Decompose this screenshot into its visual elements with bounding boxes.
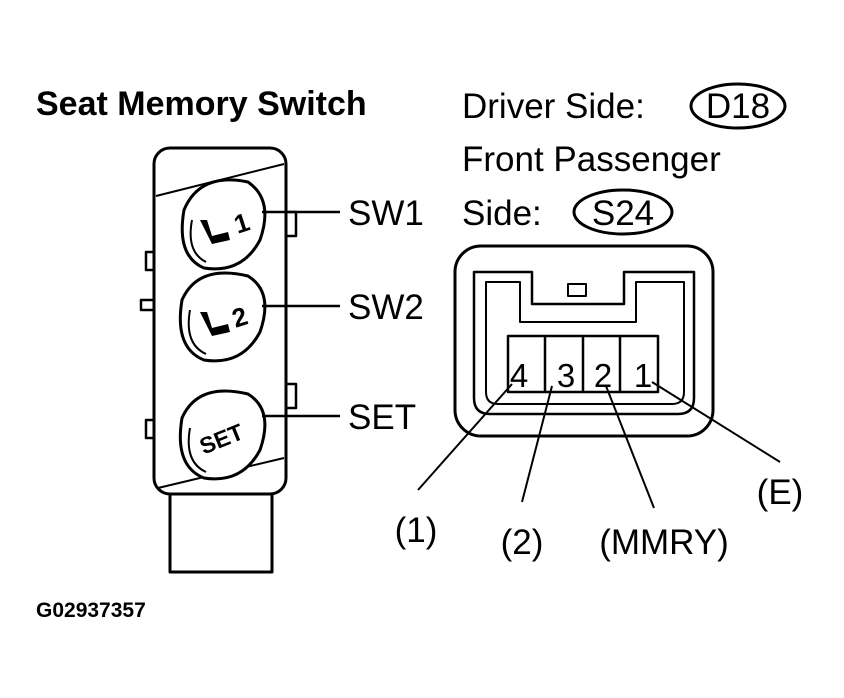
pin-4-leader-line	[417, 383, 513, 491]
sw2-button-outline	[178, 271, 267, 363]
set-button	[178, 389, 267, 481]
seat-icon	[200, 220, 230, 244]
pin-number-2: 2	[594, 357, 612, 394]
passenger-side-label-line1: Front Passenger	[462, 140, 721, 179]
passenger-connector-code: S24	[592, 194, 654, 233]
sw1-button-outline	[180, 178, 267, 271]
seat-icon-1	[200, 220, 230, 244]
pin-number-4: 4	[510, 357, 528, 394]
connector-inner-outline	[472, 270, 696, 416]
terminal-label-pin-2: (MMRY)	[599, 523, 729, 562]
sw1-label: SW1	[348, 194, 424, 233]
driver-connector-code: D18	[706, 87, 770, 126]
connector-outer-shell	[453, 244, 715, 438]
set-button-outline	[178, 389, 267, 481]
driver-code-oval	[689, 82, 787, 130]
connector-key	[567, 283, 587, 297]
pin-3-leader-line	[521, 385, 553, 503]
seat-memory-switch	[139, 146, 298, 574]
sw2-button	[178, 271, 267, 363]
pin-number-3: 3	[557, 357, 575, 394]
sw2-label: SW2	[348, 288, 424, 327]
diagram-title: Seat Memory Switch	[36, 85, 367, 123]
terminal-label-pin-1: (E)	[757, 473, 804, 512]
pin-2-leader-line	[605, 385, 655, 509]
pin-number-1: 1	[634, 357, 652, 394]
connector-inner-lip	[485, 281, 685, 405]
driver-side-label: Driver Side:	[462, 87, 645, 126]
terminal-label-pin-4: (1)	[395, 511, 438, 550]
seat-icon	[200, 312, 230, 336]
switch-tab-left-2	[139, 298, 156, 312]
passenger-code-oval	[572, 188, 674, 236]
pin-1-leader-line	[651, 381, 781, 463]
set-button-shade	[187, 427, 207, 473]
set-label: SET	[348, 398, 416, 437]
seat-icon-2	[200, 312, 230, 336]
sw2-button-shade	[187, 309, 207, 355]
figure-code: G02937357	[36, 599, 146, 622]
passenger-side-label-line2: Side:	[462, 194, 542, 233]
terminal-label-pin-3: (2)	[501, 523, 544, 562]
connector	[453, 244, 715, 438]
sw1-button	[180, 178, 267, 271]
sw1-button-shade	[189, 219, 207, 263]
switch-plug	[168, 486, 274, 574]
